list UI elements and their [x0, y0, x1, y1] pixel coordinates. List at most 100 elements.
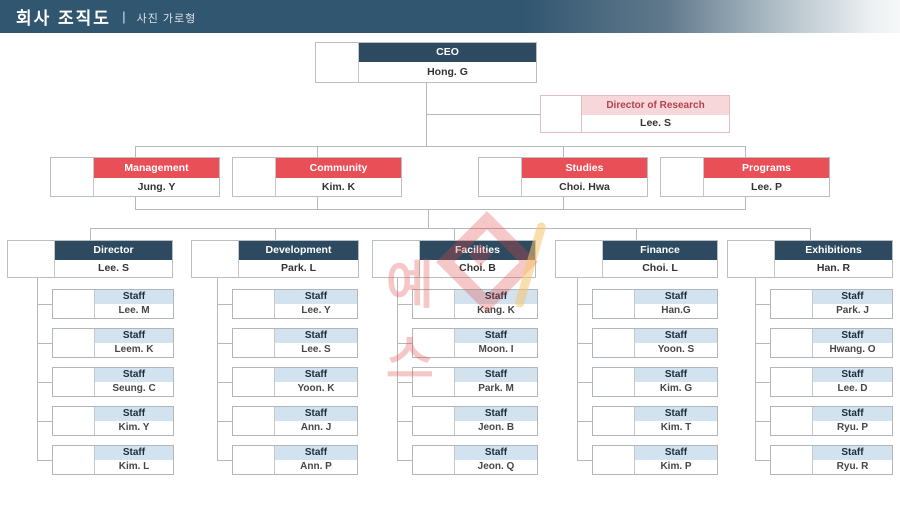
org-box-staff[interactable]: Staff Yoon. K: [232, 367, 358, 397]
org-box-staff[interactable]: Staff Moon. I: [412, 328, 538, 358]
connector-line: [577, 460, 592, 461]
role-title: Staff: [813, 368, 892, 382]
org-box-staff[interactable]: Staff Park. J: [770, 289, 893, 319]
photo-placeholder: [413, 446, 455, 474]
connector-line: [37, 277, 38, 460]
org-box-finance[interactable]: Finance Choi. L: [555, 240, 718, 278]
connector-line: [755, 421, 770, 422]
org-box-staff[interactable]: Staff Han.G: [592, 289, 718, 319]
person-name: Choi. Hwa: [559, 180, 610, 193]
person-name: Ryu. R: [836, 461, 869, 472]
photo-placeholder: [413, 290, 455, 318]
org-box-staff[interactable]: Staff Kim. P: [592, 445, 718, 475]
photo-placeholder: [593, 368, 635, 396]
org-box-staff[interactable]: Staff Yoon. S: [592, 328, 718, 358]
photo-placeholder: [593, 329, 635, 357]
org-box-ceo[interactable]: CEO Hong. G: [315, 42, 537, 83]
photo-placeholder: [771, 329, 813, 357]
role-title: Staff: [455, 290, 537, 304]
org-box-staff[interactable]: Staff Ann. P: [232, 445, 358, 475]
connector-line: [37, 343, 52, 344]
person-name: Jeon. Q: [477, 461, 515, 472]
org-box-staff[interactable]: Staff Jeon. Q: [412, 445, 538, 475]
org-box-management[interactable]: Management Jung. Y: [50, 157, 220, 197]
org-box-staff[interactable]: Staff Seung. C: [52, 367, 174, 397]
connector-line: [428, 209, 429, 228]
photo-placeholder: [233, 329, 275, 357]
connector-line: [563, 146, 564, 157]
role-title: Exhibitions: [775, 241, 892, 260]
photo-placeholder: [413, 329, 455, 357]
connector-line: [636, 228, 637, 240]
role-title: Staff: [813, 329, 892, 343]
role-title: Staff: [635, 407, 717, 421]
org-box-staff[interactable]: Staff Lee. S: [232, 328, 358, 358]
person-name: Ann. P: [300, 461, 332, 472]
person-name: Lee. S: [301, 344, 331, 355]
role-title: Staff: [95, 368, 173, 382]
org-box-staff[interactable]: Staff Ryu. P: [770, 406, 893, 436]
org-box-exhibitions[interactable]: Exhibitions Han. R: [727, 240, 893, 278]
person-name: Choi. L: [642, 262, 678, 275]
connector-line: [755, 382, 770, 383]
role-title: Staff: [95, 329, 173, 343]
person-name: Lee. M: [118, 305, 150, 316]
person-name: Moon. I: [478, 344, 514, 355]
org-box-staff[interactable]: Staff Park. M: [412, 367, 538, 397]
person-name: Park. M: [478, 383, 514, 394]
person-name: Lee. P: [751, 180, 782, 193]
org-box-staff[interactable]: Staff Kim. T: [592, 406, 718, 436]
org-box-community[interactable]: Community Kim. K: [232, 157, 402, 197]
person-name: Kim. K: [321, 180, 356, 193]
org-box-staff[interactable]: Staff Hwang. O: [770, 328, 893, 358]
org-box-development[interactable]: Development Park. L: [191, 240, 359, 278]
org-box-staff[interactable]: Staff Lee. D: [770, 367, 893, 397]
connector-line: [426, 114, 541, 115]
connector-line: [397, 382, 412, 383]
connector-line: [755, 304, 770, 305]
org-box-staff[interactable]: Staff Jeon. B: [412, 406, 538, 436]
org-box-facilities[interactable]: Facilities Choi. B: [372, 240, 536, 278]
org-box-staff[interactable]: Staff Ryu. R: [770, 445, 893, 475]
photo-placeholder: [192, 241, 239, 277]
connector-line: [810, 228, 811, 240]
connector-line: [577, 382, 592, 383]
role-title: Staff: [275, 290, 357, 304]
role-title: Staff: [813, 407, 892, 421]
page-subtitle: 사진 가로형: [136, 12, 197, 25]
org-box-research[interactable]: Director of Research Lee. S: [540, 95, 730, 133]
photo-placeholder: [233, 290, 275, 318]
person-name: Ann. J: [300, 422, 332, 433]
role-title: Staff: [635, 329, 717, 343]
org-box-staff[interactable]: Staff Kim. L: [52, 445, 174, 475]
connector-line: [577, 304, 592, 305]
role-title: Staff: [635, 290, 717, 304]
photo-placeholder: [316, 43, 359, 82]
role-title: Staff: [635, 446, 717, 460]
photo-placeholder: [479, 158, 522, 196]
org-box-staff[interactable]: Staff Kim. Y: [52, 406, 174, 436]
photo-placeholder: [661, 158, 704, 196]
org-box-staff[interactable]: Staff Leem. K: [52, 328, 174, 358]
org-box-director[interactable]: Director Lee. S: [7, 240, 173, 278]
role-title: Studies: [522, 158, 647, 178]
org-box-staff[interactable]: Staff Lee. M: [52, 289, 174, 319]
org-box-staff[interactable]: Staff Kim. G: [592, 367, 718, 397]
org-box-programs[interactable]: Programs Lee. P: [660, 157, 830, 197]
connector-line: [135, 146, 136, 157]
photo-placeholder: [233, 446, 275, 474]
connector-line: [745, 146, 746, 157]
photo-placeholder: [771, 446, 813, 474]
connector-line: [90, 228, 91, 240]
person-name: Han.G: [661, 305, 691, 316]
role-title: Staff: [95, 407, 173, 421]
org-box-studies[interactable]: Studies Choi. Hwa: [478, 157, 648, 197]
org-box-staff[interactable]: Staff Kang. K: [412, 289, 538, 319]
org-box-staff[interactable]: Staff Ann. J: [232, 406, 358, 436]
org-box-staff[interactable]: Staff Lee. Y: [232, 289, 358, 319]
photo-placeholder: [53, 329, 95, 357]
role-title: Facilities: [420, 241, 535, 260]
photo-placeholder: [413, 407, 455, 435]
photo-placeholder: [771, 368, 813, 396]
